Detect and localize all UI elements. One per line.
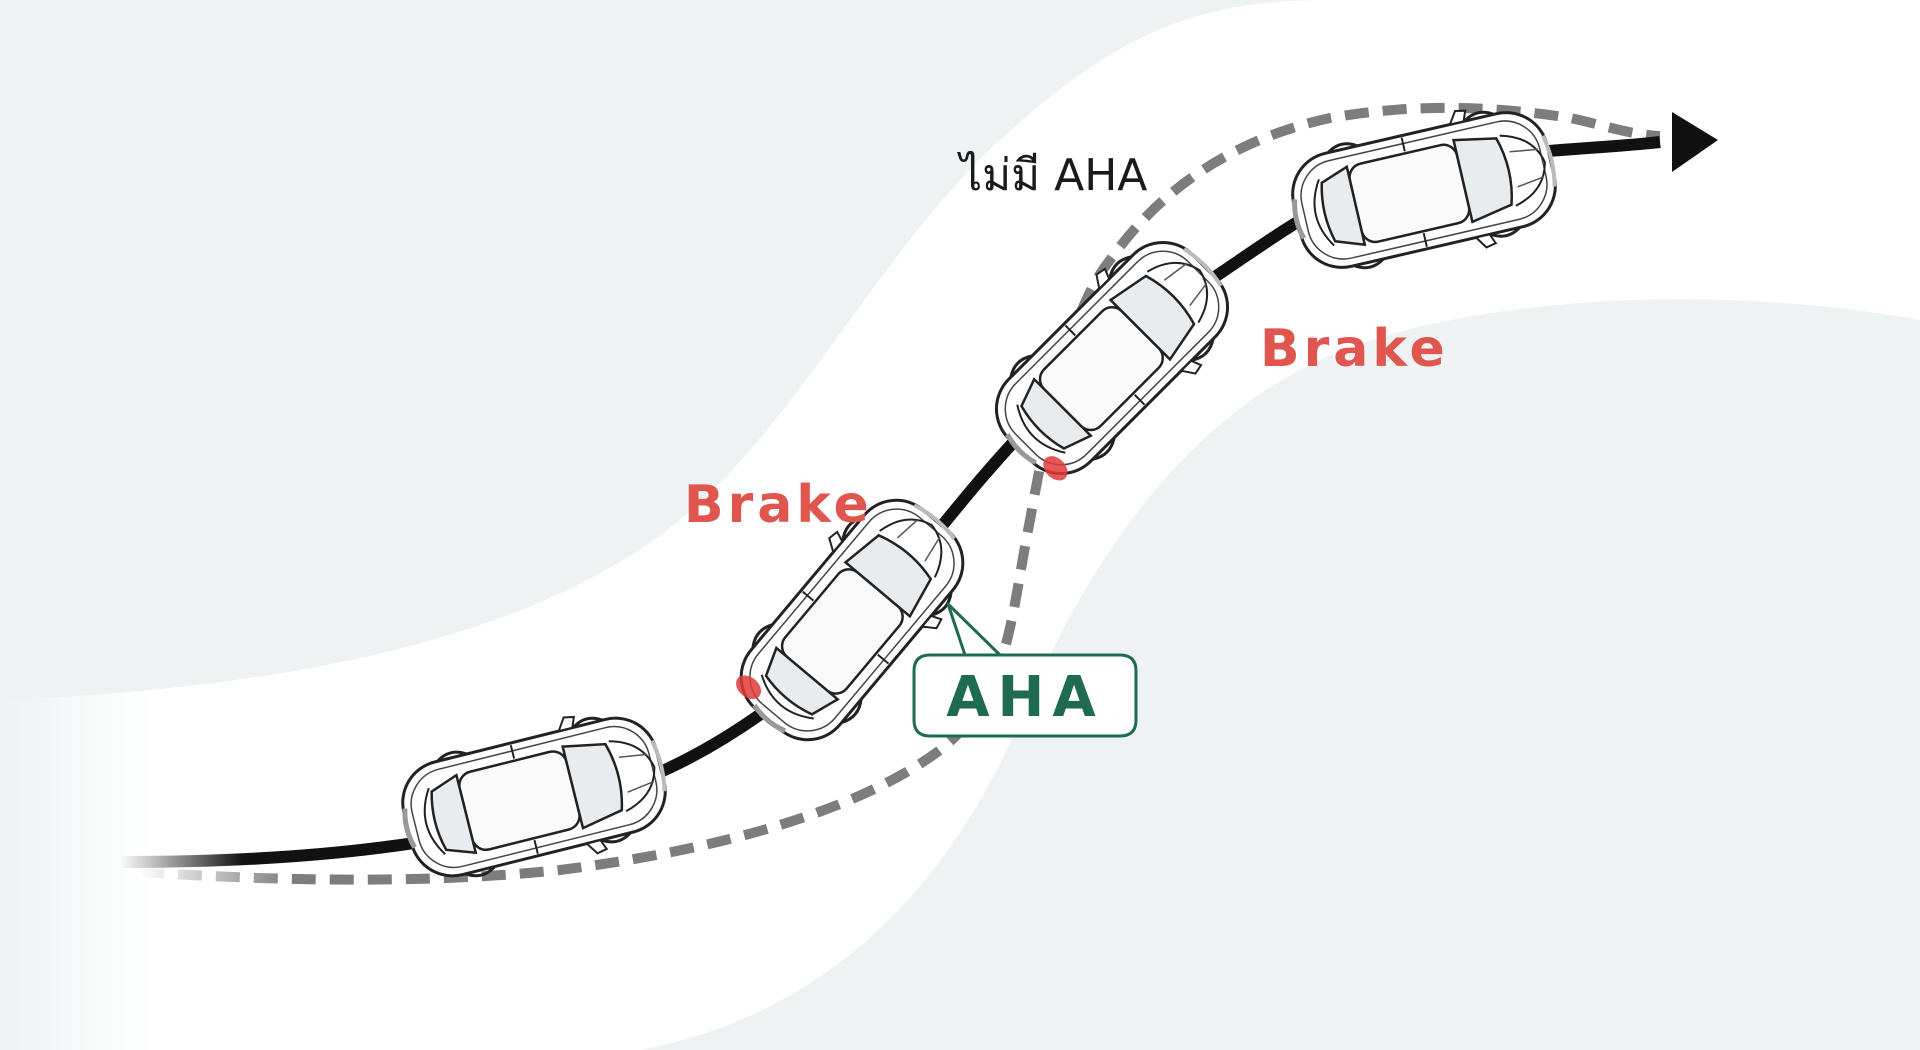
brake-light-icon [1043, 456, 1068, 481]
brake-light-icon [736, 675, 762, 700]
path-without-aha [139, 102, 1661, 885]
car-icon [970, 216, 1254, 500]
car-icon [714, 475, 990, 766]
label-without-aha: ไม่มี AHA [957, 150, 1147, 201]
label-brake-right: Brake [1260, 319, 1449, 379]
arrow-head-icon [1672, 112, 1718, 172]
label-brake-left: Brake [684, 475, 873, 535]
aha-callout: AHA [912, 602, 1138, 738]
label-aha: AHA [946, 665, 1104, 730]
